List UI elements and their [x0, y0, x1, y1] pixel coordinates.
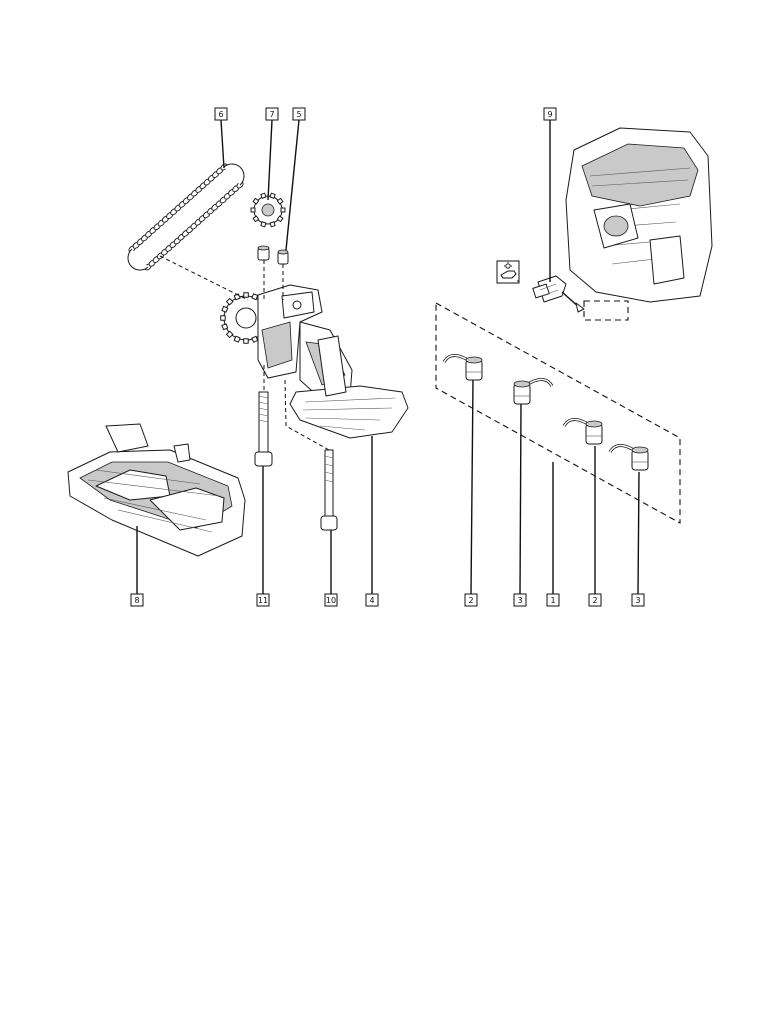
- callout-label: 11: [256, 593, 270, 607]
- callout-label: 7: [265, 107, 279, 121]
- piston-cooling-jet: [513, 378, 554, 405]
- callout-number: 9: [547, 110, 552, 119]
- callout-number: 1: [550, 596, 555, 605]
- callout-number: 2: [592, 596, 597, 605]
- oil-pump-assembly: [257, 284, 409, 439]
- callout-number: 6: [218, 110, 223, 119]
- piston-cooling-jet: [562, 418, 603, 445]
- small-sprocket: [250, 192, 286, 228]
- callout-label: 2: [588, 593, 602, 607]
- sprocket-tooth: [260, 192, 267, 199]
- callout-number: 3: [635, 596, 640, 605]
- chain-curve: [223, 163, 245, 186]
- sprocket-tooth: [233, 335, 241, 343]
- callout-label: 4: [365, 593, 379, 607]
- callout-label: 5: [292, 107, 306, 121]
- callout-leader-line: [519, 403, 522, 595]
- oil-pressure-sensor: [532, 275, 567, 303]
- sprocket-tooth: [260, 221, 267, 228]
- sprocket-tooth: [220, 315, 226, 321]
- sprocket-tooth: [243, 338, 249, 344]
- callout-number: 10: [326, 596, 336, 605]
- dowel-bushings: [257, 245, 289, 265]
- callout-label: 1: [546, 593, 560, 607]
- sensor-location-marker: [583, 300, 629, 321]
- sprocket-tooth: [252, 215, 260, 223]
- chain-curve: [127, 248, 149, 271]
- oil-can-warning-icon: [496, 260, 520, 284]
- timing-chain: [127, 163, 245, 271]
- sprocket-tooth: [280, 207, 286, 213]
- callout-number: 3: [517, 596, 522, 605]
- short-bolt: [320, 449, 338, 531]
- sprocket-tooth: [250, 207, 256, 213]
- sprocket-tooth: [252, 197, 260, 205]
- callout-leader-line: [220, 119, 225, 169]
- sprocket-tooth: [251, 335, 259, 343]
- sprocket-tooth: [276, 197, 284, 205]
- sprocket-tooth: [221, 323, 229, 331]
- sprocket-tooth: [221, 305, 229, 313]
- sprocket-tooth: [269, 192, 276, 199]
- callout-label: 10: [324, 593, 338, 607]
- sprocket-tooth: [226, 297, 234, 306]
- piston-cooling-jet: [442, 354, 483, 381]
- callout-label: 3: [631, 593, 645, 607]
- callout-number: 2: [468, 596, 473, 605]
- callout-leader-line: [637, 471, 640, 595]
- sprocket-tooth: [243, 292, 249, 298]
- callout-leader-line: [470, 379, 474, 595]
- sprocket-tooth: [276, 215, 284, 223]
- piston-cooling-jets: [442, 354, 649, 471]
- sprocket-tooth: [226, 330, 234, 339]
- callout-label: 3: [513, 593, 527, 607]
- oil-baffle-plate: [67, 423, 246, 557]
- callout-label: 6: [214, 107, 228, 121]
- callout-number: 7: [269, 110, 274, 119]
- sprocket-tooth: [269, 221, 276, 228]
- callout-label: 2: [464, 593, 478, 607]
- callout-label: 8: [130, 593, 144, 607]
- long-bolt: [254, 391, 273, 467]
- callout-leader-line: [267, 119, 273, 201]
- piston-cooling-jet: [608, 444, 649, 471]
- callout-label: 9: [543, 107, 557, 121]
- callout-number: 4: [369, 596, 374, 605]
- sprocket-tooth: [251, 293, 259, 301]
- callout-number: 5: [296, 110, 301, 119]
- piston-jet-group-outline: [435, 302, 681, 524]
- callout-number: 11: [258, 596, 268, 605]
- callout-leader-line: [285, 119, 300, 251]
- engine-block-sketch: [565, 127, 713, 303]
- callout-number: 8: [134, 596, 139, 605]
